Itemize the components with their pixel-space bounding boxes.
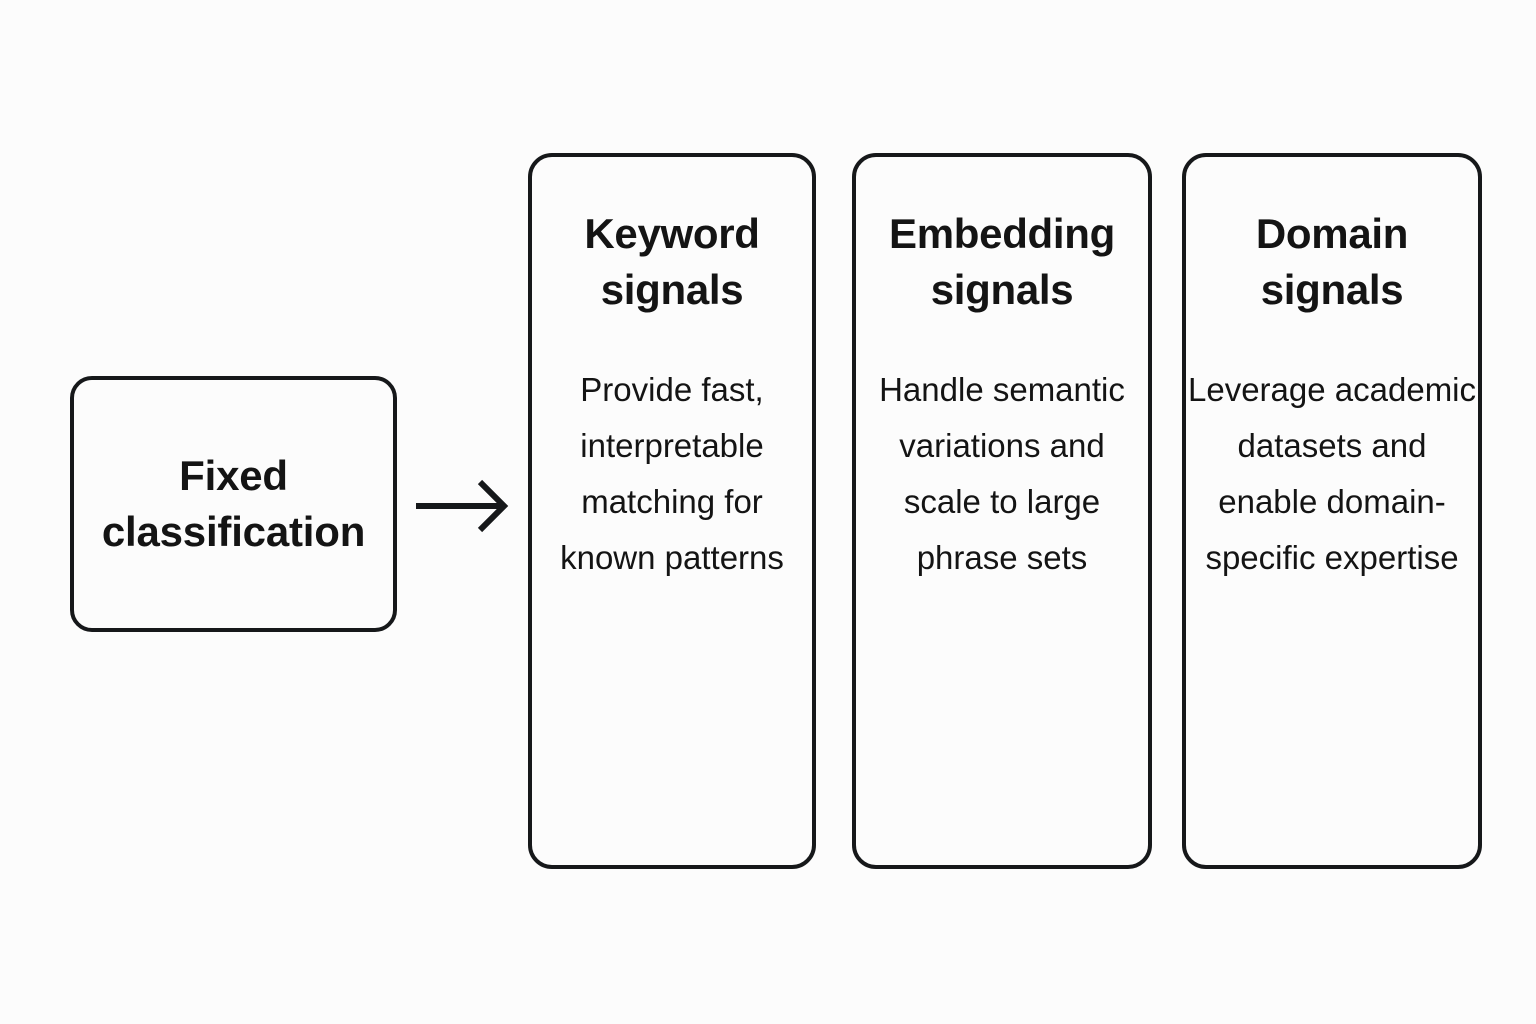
node-fixed-classification[interactable]: Fixed classification xyxy=(70,376,397,632)
card-embedding-signals-title: Embedding signals xyxy=(889,210,1115,313)
node-fixed-classification-label: Fixed classification xyxy=(101,452,366,555)
card-keyword-signals[interactable]: Keyword signals Provide fast, interpreta… xyxy=(528,153,816,869)
card-keyword-signals-body: Provide fast, interpretable matching for… xyxy=(560,370,784,576)
card-embedding-signals[interactable]: Embedding signals Handle semantic variat… xyxy=(852,153,1152,869)
arrow-right-icon xyxy=(410,472,514,540)
card-embedding-signals-body: Handle semantic variations and scale to … xyxy=(879,370,1125,576)
card-domain-signals-body: Leverage academic datasets and enable do… xyxy=(1188,370,1477,576)
card-domain-signals[interactable]: Domain signals Leverage academic dataset… xyxy=(1182,153,1482,869)
card-keyword-signals-title: Keyword signals xyxy=(584,210,760,313)
card-domain-signals-title: Domain signals xyxy=(1255,210,1409,313)
